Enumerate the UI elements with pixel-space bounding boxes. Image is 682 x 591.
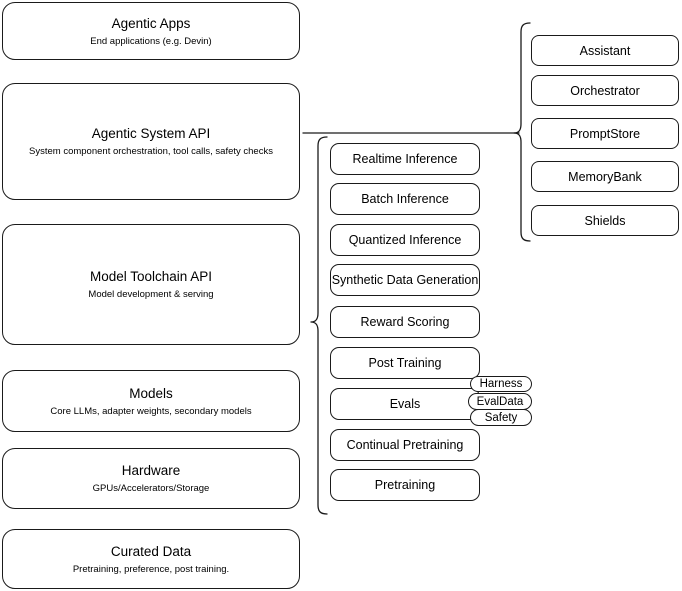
layer-agentic-apps[interactable]: Agentic Apps End applications (e.g. Devi… bbox=[2, 2, 300, 60]
layer-subtitle: Model development & serving bbox=[88, 289, 214, 300]
layer-title: Agentic Apps bbox=[111, 15, 191, 31]
toolchain-item-label: Continual Pretraining bbox=[346, 438, 464, 452]
agentic-component-label: PromptStore bbox=[569, 126, 641, 141]
toolchain-item-label: Synthetic Data Generation bbox=[331, 273, 479, 287]
toolchain-item-post-training[interactable]: Post Training bbox=[330, 347, 480, 379]
layer-subtitle: GPUs/Accelerators/Storage bbox=[92, 483, 210, 494]
layer-title: Model Toolchain API bbox=[89, 269, 213, 284]
toolchain-item-batch-inference[interactable]: Batch Inference bbox=[330, 183, 480, 215]
layer-models[interactable]: Models Core LLMs, adapter weights, secon… bbox=[2, 370, 300, 432]
layer-hardware[interactable]: Hardware GPUs/Accelerators/Storage bbox=[2, 448, 300, 509]
toolchain-item-evals[interactable]: Evals bbox=[330, 388, 480, 420]
toolchain-item-label: Reward Scoring bbox=[360, 315, 450, 329]
layer-subtitle: Pretraining, preference, post training. bbox=[72, 563, 230, 575]
toolchain-item-pretraining[interactable]: Pretraining bbox=[330, 469, 480, 501]
agentic-component-assistant[interactable]: Assistant bbox=[531, 35, 679, 66]
layer-curated-data[interactable]: Curated Data Pretraining, preference, po… bbox=[2, 529, 300, 589]
toolchain-item-label: Evals bbox=[389, 397, 421, 411]
toolchain-item-reward-scoring[interactable]: Reward Scoring bbox=[330, 306, 480, 338]
layer-title: Models bbox=[129, 385, 173, 401]
agentic-component-memorybank[interactable]: MemoryBank bbox=[531, 161, 679, 192]
toolchain-item-label: Post Training bbox=[368, 356, 442, 370]
layer-agentic-system-api[interactable]: Agentic System API System component orch… bbox=[2, 83, 300, 200]
toolchain-item-quantized-inference[interactable]: Quantized Inference bbox=[330, 224, 480, 256]
eval-pill-safety[interactable]: Safety bbox=[470, 409, 532, 426]
toolchain-item-label: Quantized Inference bbox=[348, 233, 462, 247]
brace-toolchain-items bbox=[310, 136, 328, 515]
agentic-component-label: Shields bbox=[584, 213, 626, 228]
agentic-component-orchestrator[interactable]: Orchestrator bbox=[531, 75, 679, 106]
agentic-component-label: Orchestrator bbox=[570, 83, 640, 98]
toolchain-item-continual-pretraining[interactable]: Continual Pretraining bbox=[330, 429, 480, 461]
toolchain-item-realtime-inference[interactable]: Realtime Inference bbox=[330, 143, 480, 175]
layer-model-toolchain-api[interactable]: Model Toolchain API Model development & … bbox=[2, 224, 300, 345]
layer-subtitle: End applications (e.g. Devin) bbox=[90, 35, 212, 47]
layer-title: Hardware bbox=[121, 463, 181, 478]
layer-subtitle: System component orchestration, tool cal… bbox=[29, 146, 273, 157]
agentic-component-label: Assistant bbox=[579, 43, 631, 58]
toolchain-item-synthetic-data-generation[interactable]: Synthetic Data Generation bbox=[330, 264, 480, 296]
agentic-component-shields[interactable]: Shields bbox=[531, 205, 679, 236]
toolchain-item-label: Realtime Inference bbox=[352, 152, 458, 166]
brace-agentic-components bbox=[513, 22, 531, 242]
eval-pill-label: EvalData bbox=[476, 395, 524, 408]
layer-title: Curated Data bbox=[110, 543, 192, 559]
eval-pill-label: Harness bbox=[479, 378, 523, 390]
layer-title: Agentic System API bbox=[91, 126, 211, 141]
eval-pill-harness[interactable]: Harness bbox=[470, 376, 532, 392]
toolchain-item-label: Pretraining bbox=[374, 478, 436, 492]
toolchain-item-label: Batch Inference bbox=[361, 192, 449, 206]
agentic-component-promptstore[interactable]: PromptStore bbox=[531, 118, 679, 149]
eval-pill-label: Safety bbox=[484, 411, 518, 424]
agentic-component-label: MemoryBank bbox=[568, 169, 642, 184]
eval-pill-evaldata[interactable]: EvalData bbox=[468, 393, 532, 410]
layer-subtitle: Core LLMs, adapter weights, secondary mo… bbox=[50, 405, 252, 417]
